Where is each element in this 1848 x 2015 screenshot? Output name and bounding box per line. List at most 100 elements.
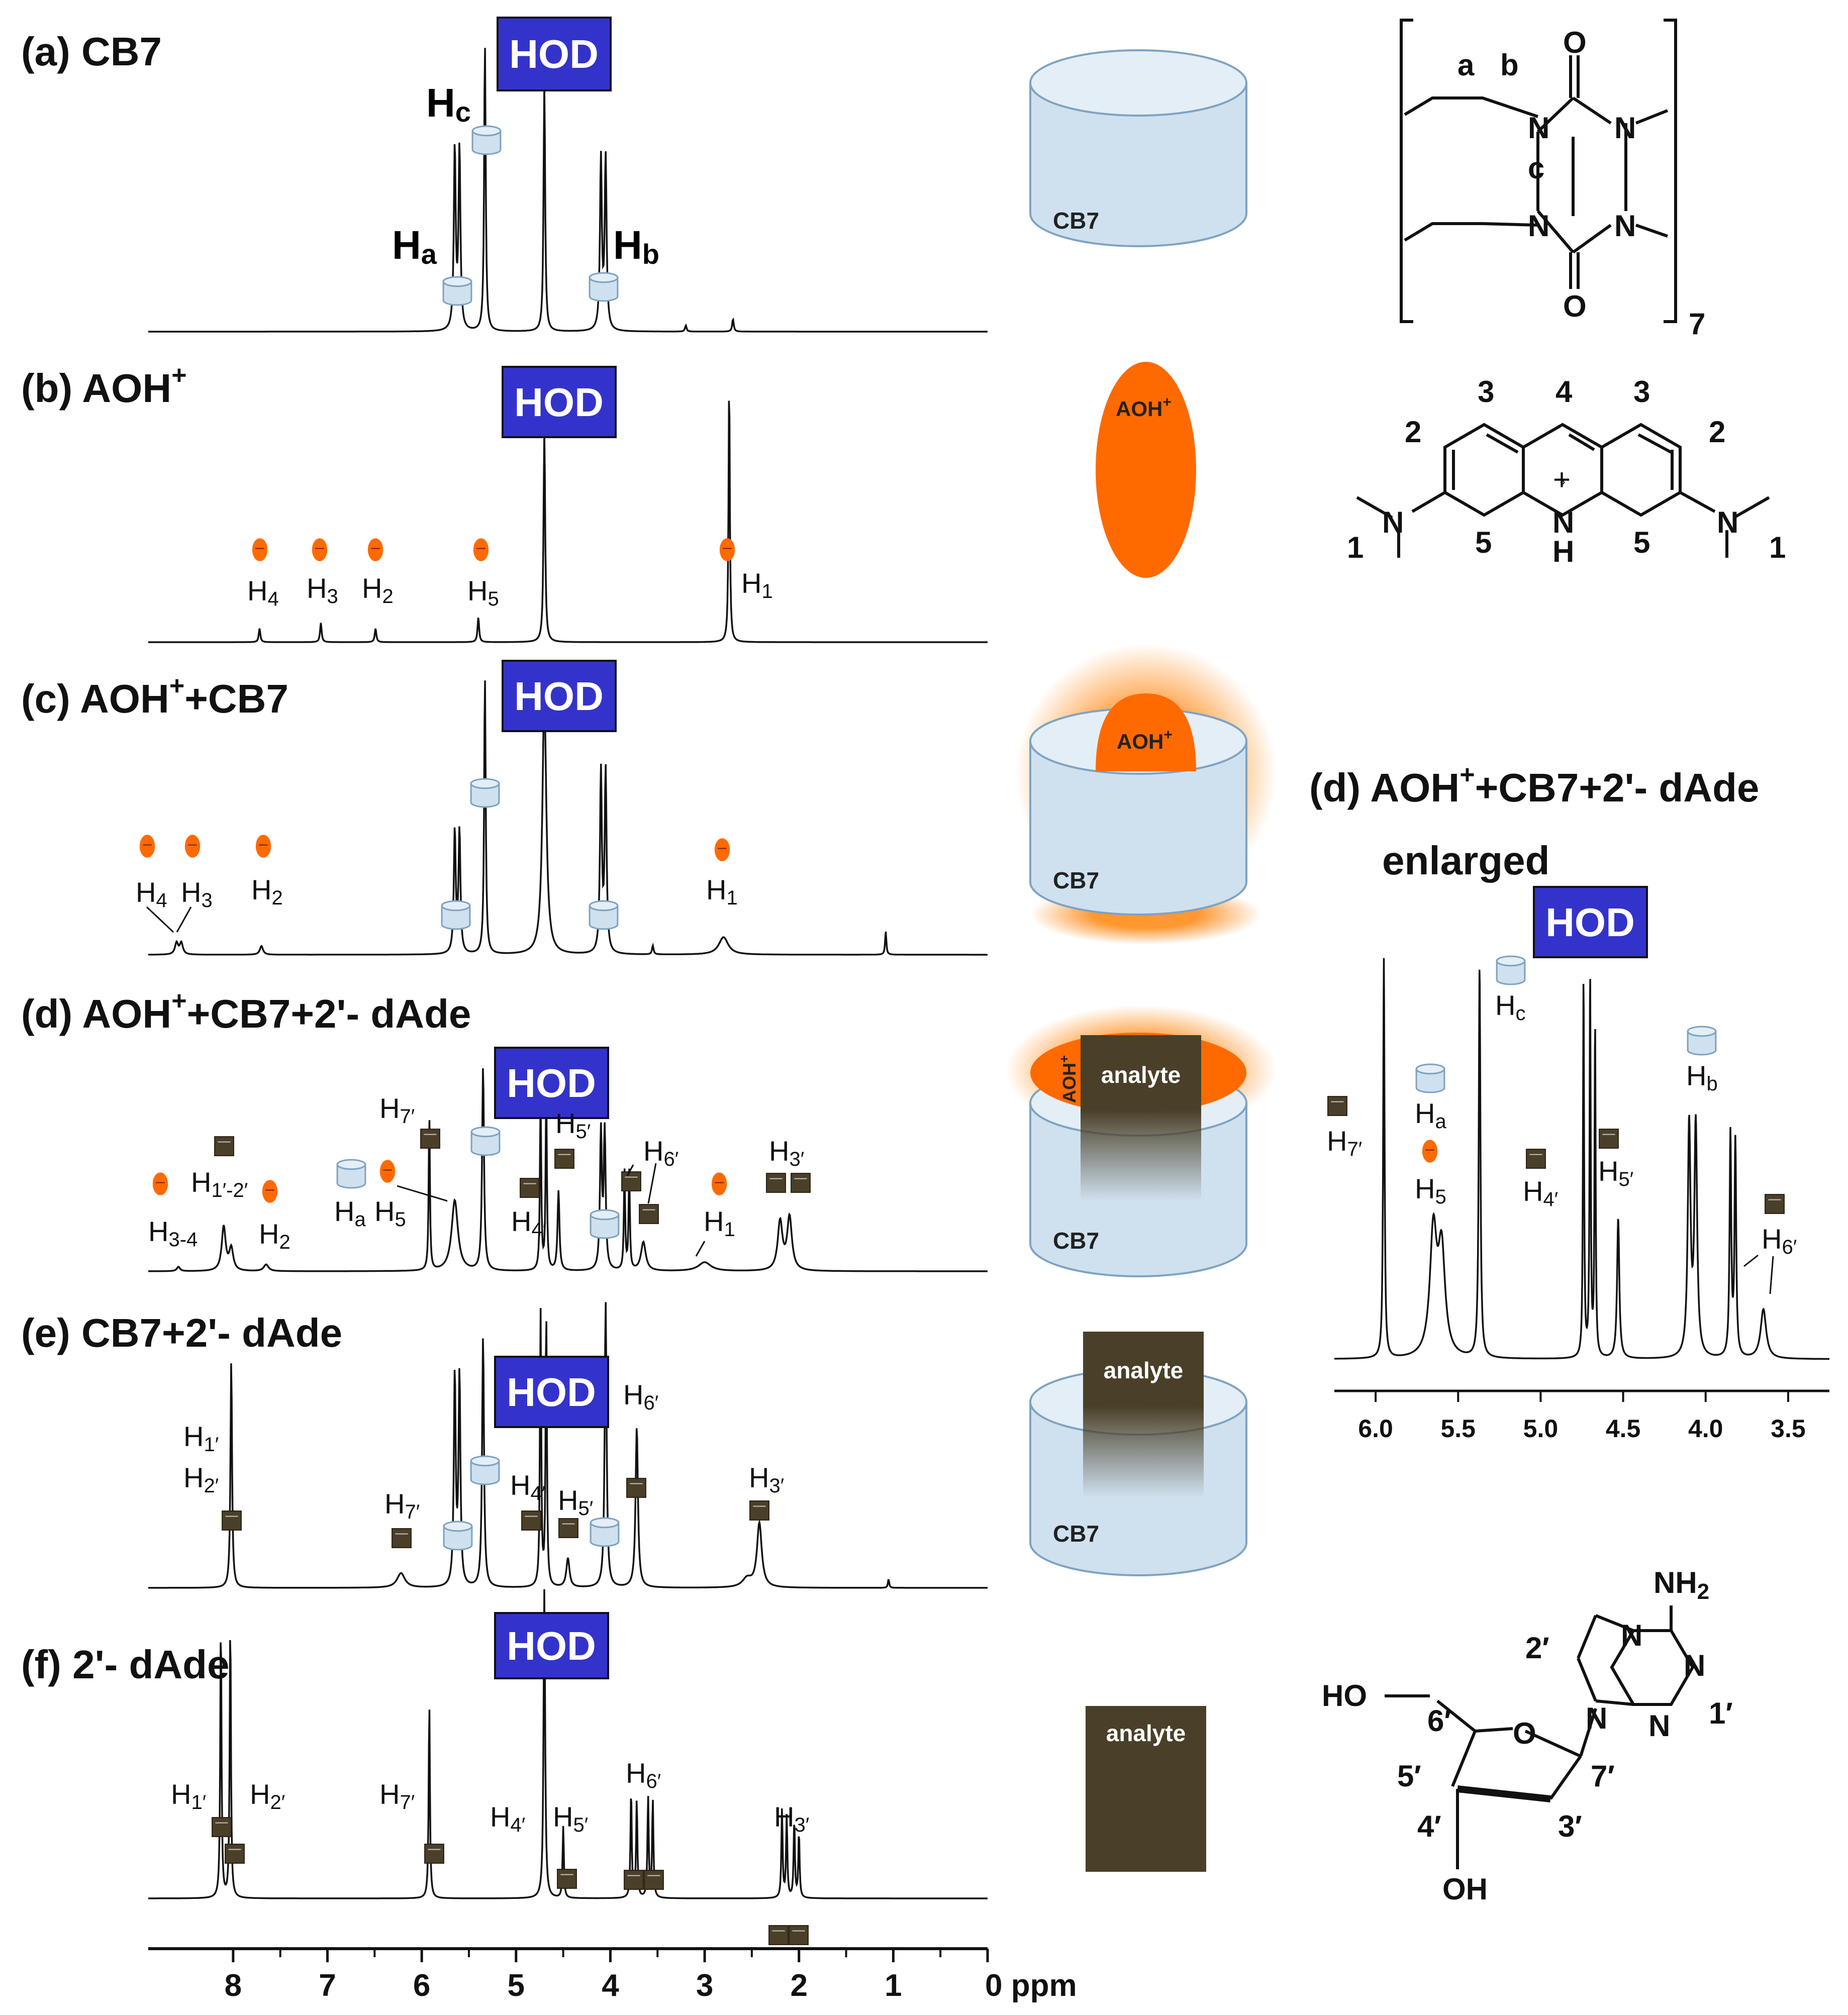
svg-text:analyte: analyte: [1106, 1720, 1186, 1746]
svg-text:H6′: H6′: [1762, 1223, 1797, 1258]
hod-label-d: HOD: [494, 1047, 609, 1119]
dark-square-icon: [212, 1817, 232, 1837]
axis-tick-label: 8: [225, 1968, 242, 2003]
axis-unit-ppm: 0 ppm: [985, 1968, 1077, 2003]
svg-text:Hc: Hc: [1495, 989, 1525, 1025]
svg-text:4: 4: [1555, 375, 1573, 409]
dark-square-icon: [214, 1136, 234, 1156]
dade-structure: [1385, 1605, 1695, 1869]
svg-text:a: a: [1457, 48, 1475, 82]
enlarged-labels: Hc H7′ Ha H5 H4′ H5′ Hb H6′: [1327, 989, 1797, 1294]
peak-label-h1p2p: H1′-2′: [191, 1166, 248, 1201]
cylinder-icon: [470, 1455, 500, 1485]
peak-label-h4: H4: [247, 575, 279, 610]
peak-label-h5p: H5′: [558, 1484, 593, 1520]
dark-square-icon: [789, 1925, 809, 1945]
dark-square-icon: [521, 1510, 541, 1531]
axis-tick-label: 2: [790, 1968, 807, 2003]
svg-text:O: O: [1513, 1717, 1536, 1750]
svg-text:HOD: HOD: [514, 380, 604, 425]
svg-text:HOD: HOD: [509, 32, 599, 76]
spectrum-trace-3: [148, 680, 988, 956]
cylinder-icon: [470, 1126, 501, 1156]
cylinder-icon: [441, 900, 471, 930]
hod-label-a: HOD: [497, 17, 612, 91]
svg-text:analyte: analyte: [1101, 1062, 1181, 1088]
svg-text:HO: HO: [1322, 1679, 1367, 1712]
dark-square-icon: [1599, 1129, 1619, 1149]
axis-tick-label: 4: [602, 1968, 619, 2003]
ternary-cartoon: analyte AOH+ CB7: [1005, 1005, 1277, 1277]
peak-label-h1p: H1′: [183, 1421, 219, 1456]
svg-text:O: O: [1563, 289, 1587, 323]
aoh-structure: [1356, 423, 1770, 558]
enlarged-title-2: enlarged: [1382, 838, 1549, 883]
svg-text:CB7: CB7: [1053, 1521, 1099, 1547]
enlarged-title: (d) AOH++CB7+2'- dAde: [1309, 760, 1759, 810]
leader-line: [176, 906, 192, 933]
svg-text:1′: 1′: [1709, 1696, 1733, 1730]
peak-label-h2p: H2′: [183, 1462, 219, 1497]
svg-text:N: N: [1552, 506, 1574, 539]
dark-square-icon: [420, 1129, 440, 1149]
dark-square-icon: [749, 1500, 769, 1521]
dark-square-icon: [1327, 1096, 1347, 1116]
dark-square-icon: [1526, 1149, 1546, 1169]
cylinder-icon: [1415, 1063, 1445, 1093]
svg-text:7: 7: [1689, 307, 1705, 341]
hod-label-c: HOD: [502, 660, 617, 732]
enlarged-axis-tick-label: 4.5: [1606, 1415, 1641, 1443]
svg-text:H: H: [1552, 535, 1574, 568]
enlarged-axis-tick-label: 5.0: [1523, 1415, 1559, 1443]
svg-text:HOD: HOD: [507, 1370, 596, 1415]
axis-tick-label: 3: [696, 1968, 713, 2003]
svg-text:H5: H5: [1415, 1173, 1446, 1208]
panel-label-d: (d) AOH++CB7+2'- dAde: [21, 986, 471, 1036]
peak-label-h6p: H6′: [643, 1135, 678, 1170]
peak-label-h5: H5: [467, 575, 499, 610]
svg-text:5: 5: [1475, 526, 1492, 559]
orange-ellipse-icon: [255, 834, 272, 859]
orange-ellipse-icon: [184, 834, 201, 859]
svg-text:2′: 2′: [1525, 1631, 1549, 1665]
enlarged-axis-tick-label: 4.0: [1688, 1415, 1723, 1443]
spectrum-trace-2: [148, 400, 988, 643]
peak-label-hb: Hb: [613, 223, 659, 270]
enlarged-axis-tick-label: 6.0: [1358, 1415, 1393, 1443]
peak-label-h2: H2: [259, 1218, 290, 1253]
svg-text:N: N: [1528, 209, 1549, 243]
peak-label-h1: H1: [704, 1205, 735, 1241]
dark-square-icon: [768, 1925, 789, 1945]
svg-text:AOH+: AOH+: [1116, 394, 1172, 421]
peak-label-h2: H2: [251, 874, 283, 909]
orange-ellipse-icon: [311, 537, 328, 562]
svg-text:c: c: [1528, 151, 1544, 185]
dark-square-icon: [225, 1844, 245, 1864]
peak-label-h7p: H7′: [379, 1092, 415, 1128]
dade-structure-labels: NH2 N N N N O HO OH 1′ 2′ 3′ 4′ 5′ 6′ 7′: [1322, 1566, 1733, 1906]
peak-label-h3: H3: [181, 876, 213, 912]
dark-square-icon: [520, 1178, 540, 1198]
leader-line: [695, 1241, 706, 1257]
aoh-structure-labels: 3 4 3 2 2 N N 1 1 5 5 N H +: [1347, 375, 1786, 568]
svg-text:OH: OH: [1442, 1872, 1488, 1906]
svg-text:6′: 6′: [1427, 1704, 1451, 1738]
axis-tick-label: 6: [413, 1968, 430, 2003]
axis-tick-label: 7: [319, 1968, 336, 2003]
svg-text:AOH+: AOH+: [1117, 727, 1173, 753]
cb7-structure-labels: a b c O O N N N N 7: [1457, 26, 1705, 341]
orange-ellipse-icon: [251, 537, 268, 562]
orange-ellipse-icon: [472, 537, 490, 562]
peak-label-h2p: H2′: [250, 1778, 285, 1813]
svg-text:HOD: HOD: [1545, 900, 1635, 945]
svg-text:+: +: [1553, 463, 1571, 496]
peak-label-h1: H1: [741, 567, 773, 602]
svg-text:analyte: analyte: [1104, 1357, 1184, 1383]
hod-label-f: HOD: [494, 1612, 609, 1679]
cb7-structure: [1400, 19, 1677, 323]
dark-square-icon: [558, 1518, 578, 1538]
cylinder-icon: [589, 272, 619, 302]
spectrum-trace-1: [148, 48, 988, 333]
